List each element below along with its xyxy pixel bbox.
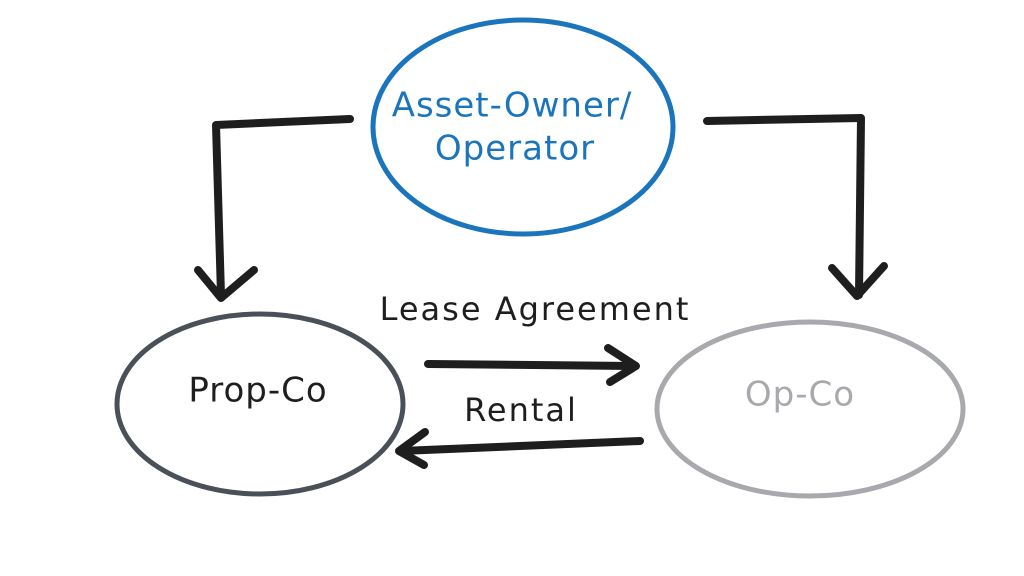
- rental-arrow: [395, 428, 644, 469]
- rental-label: Rental: [464, 391, 578, 429]
- asset-owner-operator-ellipse: [370, 17, 676, 237]
- opco-label: Op-Co: [745, 375, 855, 415]
- asset-owner-operator-label-line1: Asset-Owner/: [392, 86, 633, 126]
- opco-node: Op-Co: [654, 319, 966, 499]
- owner-to-opco-arrow: [703, 114, 888, 300]
- asset-owner-operator-label-line2: Operator: [435, 129, 595, 169]
- lease-agreement-arrow: [424, 344, 640, 386]
- lease-agreement-label: Lease Agreement: [380, 290, 691, 328]
- propco-node: Prop-Co: [114, 311, 406, 497]
- opco-ellipse: [654, 319, 966, 499]
- propco-label: Prop-Co: [188, 371, 327, 411]
- owner-to-propco-arrow: [194, 115, 354, 302]
- propco-ellipse: [114, 311, 406, 497]
- asset-owner-operator-node: Asset-Owner/ Operator: [370, 17, 676, 237]
